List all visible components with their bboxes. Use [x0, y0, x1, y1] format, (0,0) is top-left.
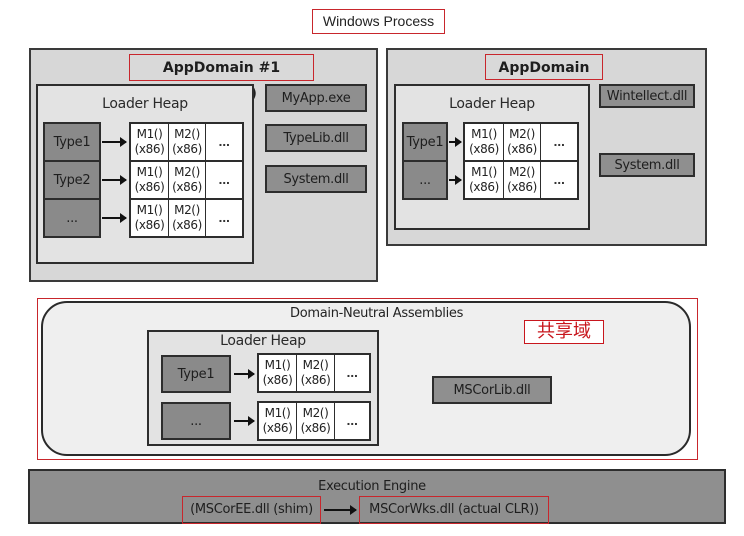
assembly-system-dll: System.dll [265, 165, 367, 193]
method-name: M1() [136, 165, 163, 179]
appdomain-1-loader-heap-title: Loader Heap [102, 96, 188, 112]
method-name: M2() [302, 358, 329, 372]
method-cell: M2()(x86) [297, 355, 335, 391]
method-arch: (x86) [172, 218, 202, 232]
method-cell: M1()(x86) [465, 162, 504, 198]
method-table-row: M1()(x86) M2()(x86) ... [463, 122, 579, 162]
method-cell-more: ... [346, 366, 358, 380]
method-table-row: M1()(x86) M2()(x86) ... [129, 160, 244, 200]
domain-neutral-highlight [37, 298, 698, 460]
mscoree-shim-box: (MSCorEE.dll (shim) [182, 496, 321, 524]
type-box: Type1 [402, 122, 448, 162]
method-cell: M1()(x86) [131, 162, 169, 198]
appdomain-2-loader-heap-title: Loader Heap [449, 96, 535, 112]
type-box: Type2 [43, 160, 101, 200]
method-cell-more: ... [346, 414, 358, 428]
method-arch: (x86) [507, 142, 537, 156]
method-arch: (x86) [134, 180, 165, 194]
appdomain-2-label: AppDomain #2 [485, 54, 603, 102]
method-name: M1() [471, 127, 497, 141]
type-box: ... [161, 402, 231, 440]
method-name: M1() [264, 358, 291, 372]
appdomain-1-label: AppDomain #1 (Default) [129, 54, 314, 102]
method-name: M1() [471, 165, 497, 179]
assembly-typelib-dll: TypeLib.dll [265, 124, 367, 152]
assembly-system-dll: System.dll [599, 153, 695, 177]
assembly-mscorlib-dll: MSCorLib.dll [432, 376, 552, 404]
method-name: M1() [264, 406, 291, 420]
arrow-icon [449, 137, 462, 147]
method-arch: (x86) [300, 421, 331, 435]
method-cell: M1()(x86) [259, 355, 297, 391]
method-cell: M1()(x86) [131, 124, 169, 160]
method-table-row: M1()(x86) M2()(x86) ... [129, 122, 244, 162]
arrow-icon [324, 505, 357, 515]
method-name: M2() [174, 203, 200, 217]
method-table-row: M1()(x86) M2()(x86) ... [257, 353, 371, 393]
method-table-row: M1()(x86) M2()(x86) ... [257, 401, 371, 441]
domain-neutral-title: Domain-Neutral Assemblies [290, 306, 464, 321]
method-arch: (x86) [262, 373, 293, 387]
type-box: Type1 [161, 355, 231, 393]
method-cell-more: ... [553, 135, 565, 149]
arrow-icon [449, 175, 462, 185]
arrow-icon [102, 137, 127, 147]
shared-domain-annotation: 共享域 [524, 320, 604, 344]
method-cell: M1()(x86) [131, 200, 169, 236]
method-name: M2() [509, 165, 535, 179]
type-box: ... [402, 160, 448, 200]
method-arch: (x86) [134, 142, 165, 156]
method-arch: (x86) [172, 180, 202, 194]
arrow-icon [102, 213, 127, 223]
method-name: M1() [136, 127, 163, 141]
method-cell: M1()(x86) [259, 403, 297, 439]
method-arch: (x86) [172, 142, 202, 156]
mscorwks-clr-box: MSCorWks.dll (actual CLR)) [359, 496, 549, 524]
method-arch: (x86) [262, 421, 293, 435]
type-box: ... [43, 198, 101, 238]
method-arch: (x86) [469, 180, 499, 194]
arrow-icon [102, 175, 127, 185]
method-arch: (x86) [469, 142, 499, 156]
windows-process-title: Windows Process [312, 9, 445, 34]
type-box: Type1 [43, 122, 101, 162]
method-name: M2() [302, 406, 329, 420]
arrow-icon [234, 416, 255, 426]
method-cell-more: ... [218, 173, 230, 187]
method-arch: (x86) [300, 373, 331, 387]
method-cell-more: ... [553, 173, 565, 187]
assembly-myapp-exe: MyApp.exe [265, 84, 367, 112]
method-cell-more: ... [218, 135, 230, 149]
arrow-icon [234, 369, 255, 379]
execution-engine-title: Execution Engine [318, 479, 426, 494]
assembly-wintellect-dll: Wintellect.dll [599, 84, 695, 108]
method-cell-more: ... [218, 211, 230, 225]
method-table-row: M1()(x86) M2()(x86) ... [129, 198, 244, 238]
method-cell: M1()(x86) [465, 124, 504, 160]
method-table-row: M1()(x86) M2()(x86) ... [463, 160, 579, 200]
method-cell: M2()(x86) [504, 124, 541, 160]
method-cell: M2()(x86) [297, 403, 335, 439]
method-name: M2() [509, 127, 535, 141]
domain-neutral-loader-heap-title: Loader Heap [220, 333, 306, 349]
method-arch: (x86) [507, 180, 537, 194]
method-name: M1() [136, 203, 163, 217]
method-cell: M2()(x86) [504, 162, 541, 198]
method-arch: (x86) [134, 218, 165, 232]
method-name: M2() [174, 165, 200, 179]
method-cell: M2()(x86) [169, 124, 206, 160]
method-name: M2() [174, 127, 200, 141]
method-cell: M2()(x86) [169, 200, 206, 236]
method-cell: M2()(x86) [169, 162, 206, 198]
